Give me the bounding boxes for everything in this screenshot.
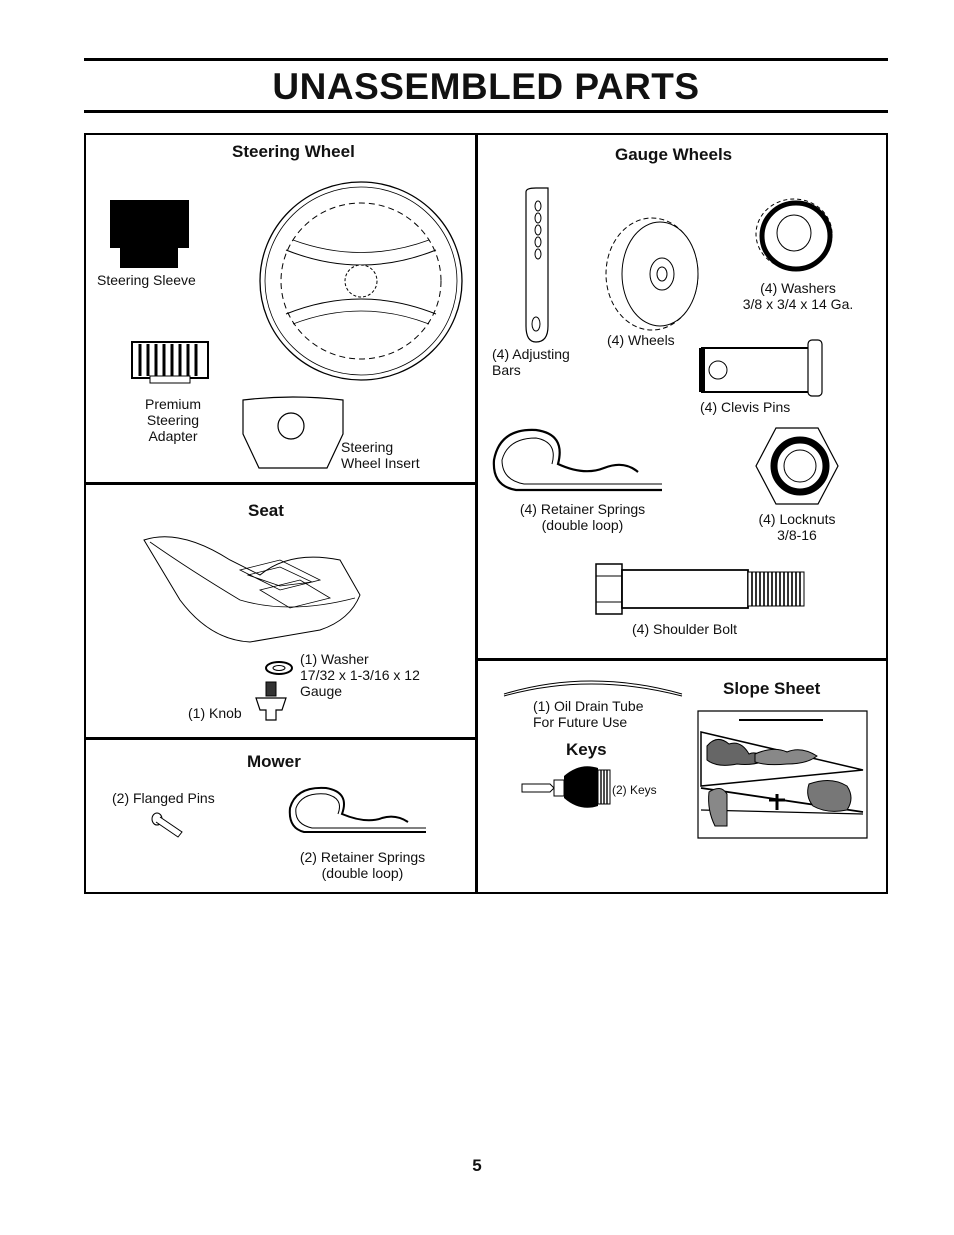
steering-insert-icon [241,396,345,472]
seat-icon [140,530,365,650]
steering-wheel-heading: Steering Wheel [232,142,355,161]
gauge-washers-label: (4) Washers 3/8 x 3/4 x 14 Ga. [742,280,854,312]
shoulder-bolt-icon [594,560,808,618]
oil-drain-tube-icon [500,674,686,700]
adjusting-bar-icon [520,186,552,344]
clevis-pins-label: (4) Clevis Pins [700,399,791,415]
steering-adapter-label: Premium Steering Adapter [144,396,201,444]
page-number: 5 [472,1156,482,1175]
mower-divider [84,737,477,740]
washer-icon [264,660,294,676]
locknuts-label: (4) Locknuts 3/8-16 [758,511,836,543]
slope-sheet-heading: Slope Sheet [723,679,821,698]
column-divider [475,133,478,894]
wheels-label: (4) Wheels [607,332,675,348]
parts-frame [84,133,888,894]
misc-divider [477,658,888,661]
gauge-washer-icon [752,196,836,272]
seat-washer-label: (1) Washer 17/32 x 1-3/16 x 12 Gauge [300,651,420,699]
steering-wheel-icon [258,180,464,382]
keys-heading: Keys [566,740,607,759]
gauge-retainer-spring-icon [488,424,664,494]
steering-adapter-icon [130,340,210,385]
steering-sleeve-icon [110,200,189,268]
keys-label: (2) Keys [612,783,657,797]
flanged-pin-icon [150,812,186,840]
gauge-wheels-heading: Gauge Wheels [615,145,733,164]
steering-sleeve-label: Steering Sleeve [97,272,196,288]
slope-sheet-icon [697,710,868,840]
seat-divider [84,482,477,485]
page-title: UNASSEMBLED PARTS [272,66,700,107]
knob-icon [254,680,288,722]
key-icon [520,766,612,808]
mower-heading: Mower [247,752,301,771]
mower-springs-label: (2) Retainer Springs (double loop) [299,849,426,881]
mower-retainer-spring-icon [286,784,428,836]
adjusting-bars-label: (4) Adjusting Bars [492,346,570,378]
oil-drain-tube-label: (1) Oil Drain Tube For Future Use [533,698,644,730]
seat-heading: Seat [248,501,284,520]
wheel-icon [602,216,702,332]
clevis-pin-icon [698,338,826,398]
steering-insert-label: Steering Wheel Insert [341,439,420,471]
flanged-pins-label: (2) Flanged Pins [112,790,215,806]
top-rule [84,58,888,61]
knob-label: (1) Knob [188,705,242,721]
shoulder-bolt-label: (4) Shoulder Bolt [632,621,738,637]
title-underline [84,110,888,113]
gauge-springs-label: (4) Retainer Springs (double loop) [519,501,646,533]
locknut-icon [754,426,840,506]
